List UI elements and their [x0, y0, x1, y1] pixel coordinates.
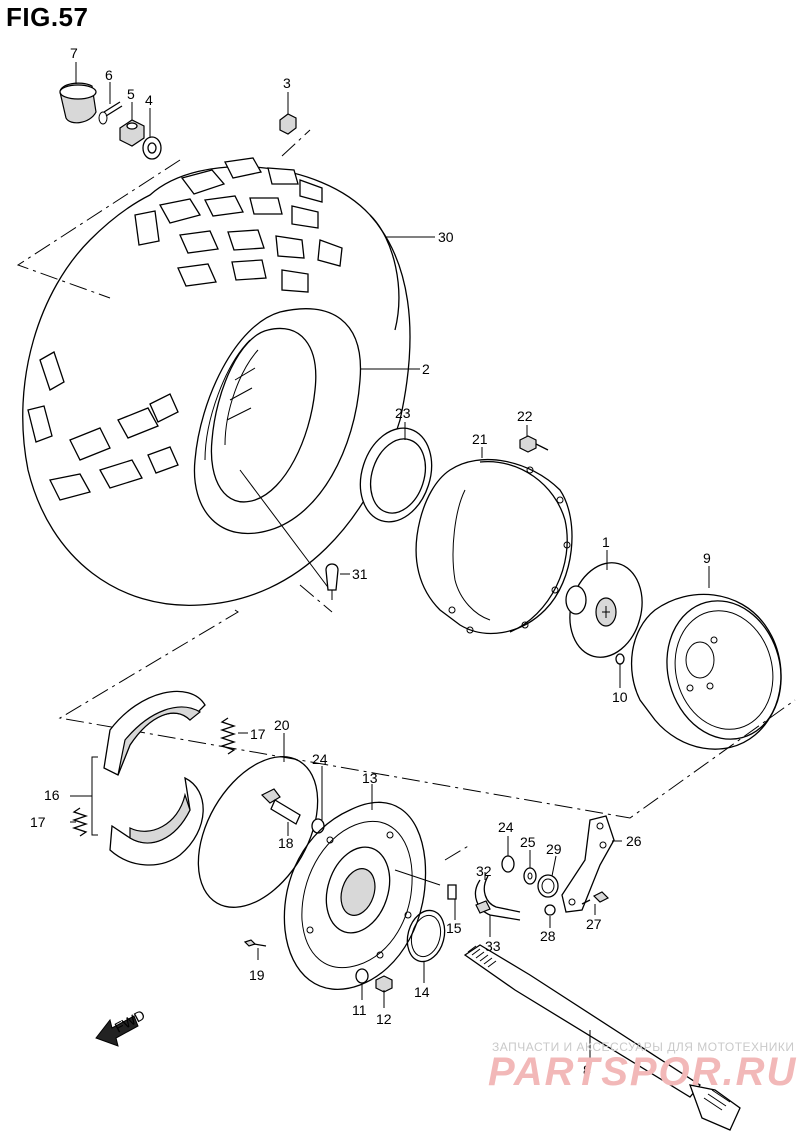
callout-31: 31: [352, 566, 368, 582]
o-ring[interactable]: [615, 653, 625, 665]
callout-14: 14: [414, 984, 430, 1000]
cover-bolt[interactable]: [519, 435, 549, 453]
return-spring-lower[interactable]: [71, 807, 89, 837]
callout-2: 2: [422, 361, 430, 377]
callout-10: 10: [612, 689, 628, 705]
callout-21: 21: [472, 431, 488, 447]
panel-seal[interactable]: [402, 906, 450, 966]
callout-26: 26: [626, 833, 642, 849]
callout-6: 6: [105, 67, 113, 83]
callout-33: 33: [485, 938, 501, 954]
fwd-label: FWD: [112, 1007, 148, 1036]
forward-direction-arrow: [95, 1015, 139, 1047]
brake-drum-cover[interactable]: [415, 458, 573, 635]
cotter-pin[interactable]: [98, 101, 123, 125]
callout-24-right: 24: [498, 819, 514, 835]
return-spring-upper[interactable]: [219, 717, 237, 755]
callout-20: 20: [274, 717, 290, 733]
breather-hose[interactable]: [474, 875, 521, 921]
tire-valve[interactable]: [325, 563, 339, 600]
callout-22: 22: [517, 408, 533, 424]
callout-11: 11: [352, 1002, 367, 1018]
callout-8: 8: [583, 1062, 591, 1078]
callout-7: 7: [70, 45, 78, 61]
callout-3: 3: [283, 75, 291, 91]
alignment-lines: [16, 129, 796, 861]
callout-24-left: 24: [312, 751, 328, 767]
arm-bolt[interactable]: [581, 891, 610, 905]
callout-16: 16: [44, 787, 60, 803]
callout-1: 1: [602, 534, 610, 550]
callout-27: 27: [586, 916, 602, 932]
brake-cam[interactable]: [260, 788, 301, 825]
camshaft-washer[interactable]: [523, 867, 537, 885]
callout-17-upper: 17: [250, 726, 266, 742]
callout-17-lower: 17: [30, 814, 46, 830]
hose-clamp[interactable]: [475, 900, 491, 914]
castle-nut[interactable]: [119, 119, 145, 147]
wheel-nut[interactable]: [279, 113, 297, 135]
arm-nut[interactable]: [544, 904, 556, 916]
watermark-brand: PARTSPOR.RU: [488, 1050, 798, 1094]
callout-25: 25: [520, 834, 536, 850]
rear-axle[interactable]: [463, 944, 741, 1131]
brake-arm[interactable]: [561, 815, 615, 913]
breather-fitting[interactable]: [447, 884, 457, 900]
callout-12: 12: [376, 1011, 392, 1027]
brake-drum[interactable]: [630, 588, 797, 752]
callout-15: 15: [446, 920, 462, 936]
hub-cap[interactable]: [59, 82, 97, 124]
callout-13: 13: [362, 770, 378, 786]
watermark-tagline: ЗАПЧАСТИ И АКСЕССУАРЫ ДЛЯ МОТОТЕХНИКИ: [492, 1040, 795, 1054]
brake-panel[interactable]: [283, 801, 441, 990]
clip[interactable]: [537, 874, 559, 898]
leader-lines: [70, 62, 710, 1060]
callout-23: 23: [395, 405, 411, 421]
brake-shoe-upper[interactable]: [103, 690, 206, 776]
panel-nut[interactable]: [375, 975, 393, 993]
callout-29: 29: [546, 841, 562, 857]
panel-washer[interactable]: [355, 968, 369, 984]
brake-shoe-lower[interactable]: [109, 776, 204, 866]
wheel-rim[interactable]: [210, 327, 331, 591]
washer[interactable]: [142, 136, 162, 160]
camshaft-o-ring[interactable]: [501, 855, 515, 873]
oil-seal[interactable]: [349, 419, 443, 531]
cam-o-ring[interactable]: [311, 818, 325, 834]
callout-19: 19: [249, 967, 265, 983]
figure-title: FIG.57: [6, 2, 89, 32]
callout-5: 5: [127, 86, 135, 102]
wheel-hub[interactable]: [560, 555, 652, 666]
callout-28: 28: [540, 928, 556, 944]
panel-screw[interactable]: [243, 939, 267, 947]
callout-4: 4: [145, 92, 153, 108]
callout-numbers: 7 6 5 4 3 30 2 23 21 22 1 9 10 31 20 17 …: [30, 45, 711, 1078]
callout-9: 9: [703, 550, 711, 566]
tire[interactable]: [22, 157, 411, 606]
sealing-ring[interactable]: [174, 736, 343, 928]
callout-18: 18: [278, 835, 294, 851]
callout-32: 32: [476, 863, 492, 879]
callout-30: 30: [438, 229, 454, 245]
